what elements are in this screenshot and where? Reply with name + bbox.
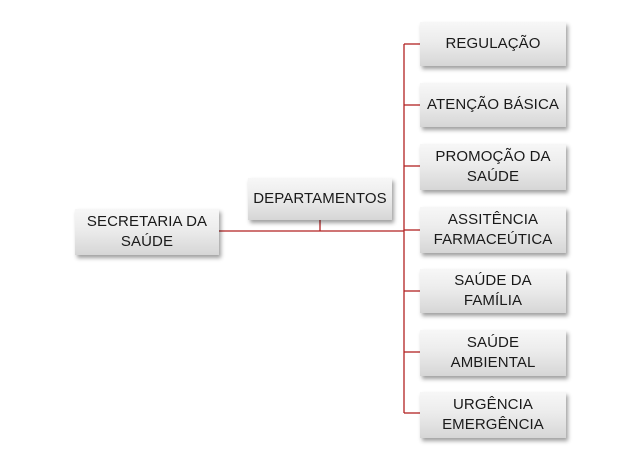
- node-label: PROMOÇÃO DA SAÚDE: [435, 148, 551, 185]
- node-label: SECRETARIA DA SAÚDE: [86, 213, 208, 250]
- node-regulacao: REGULAÇÃO: [420, 22, 566, 66]
- node-saude-da-familia: SAÚDE DA FAMÍLIA: [420, 269, 566, 313]
- node-label: URGÊNCIA EMERGÊNCIA: [442, 396, 544, 433]
- node-assistencia-farmaceutica: ASSITÊNCIA FARMACEÚTICA: [420, 207, 566, 253]
- node-secretaria-da-saude: SECRETARIA DA SAÚDE: [75, 209, 219, 255]
- node-label: ASSITÊNCIA FARMACEÚTICA: [433, 211, 553, 248]
- node-departamentos: DEPARTAMENTOS: [248, 178, 392, 220]
- node-promocao-da-saude: PROMOÇÃO DA SAÚDE: [420, 144, 566, 190]
- node-label: DEPARTAMENTOS: [253, 190, 387, 207]
- node-label: SAÚDE AMBIENTAL: [450, 334, 536, 371]
- node-label: ATENÇÃO BÁSICA: [427, 96, 559, 113]
- node-label: REGULAÇÃO: [445, 35, 541, 52]
- node-saude-ambiental: SAÚDE AMBIENTAL: [420, 330, 566, 376]
- node-atencao-basica: ATENÇÃO BÁSICA: [420, 83, 566, 127]
- node-label: SAÚDE DA FAMÍLIA: [454, 272, 532, 309]
- node-urgencia-emergencia: URGÊNCIA EMERGÊNCIA: [420, 392, 566, 438]
